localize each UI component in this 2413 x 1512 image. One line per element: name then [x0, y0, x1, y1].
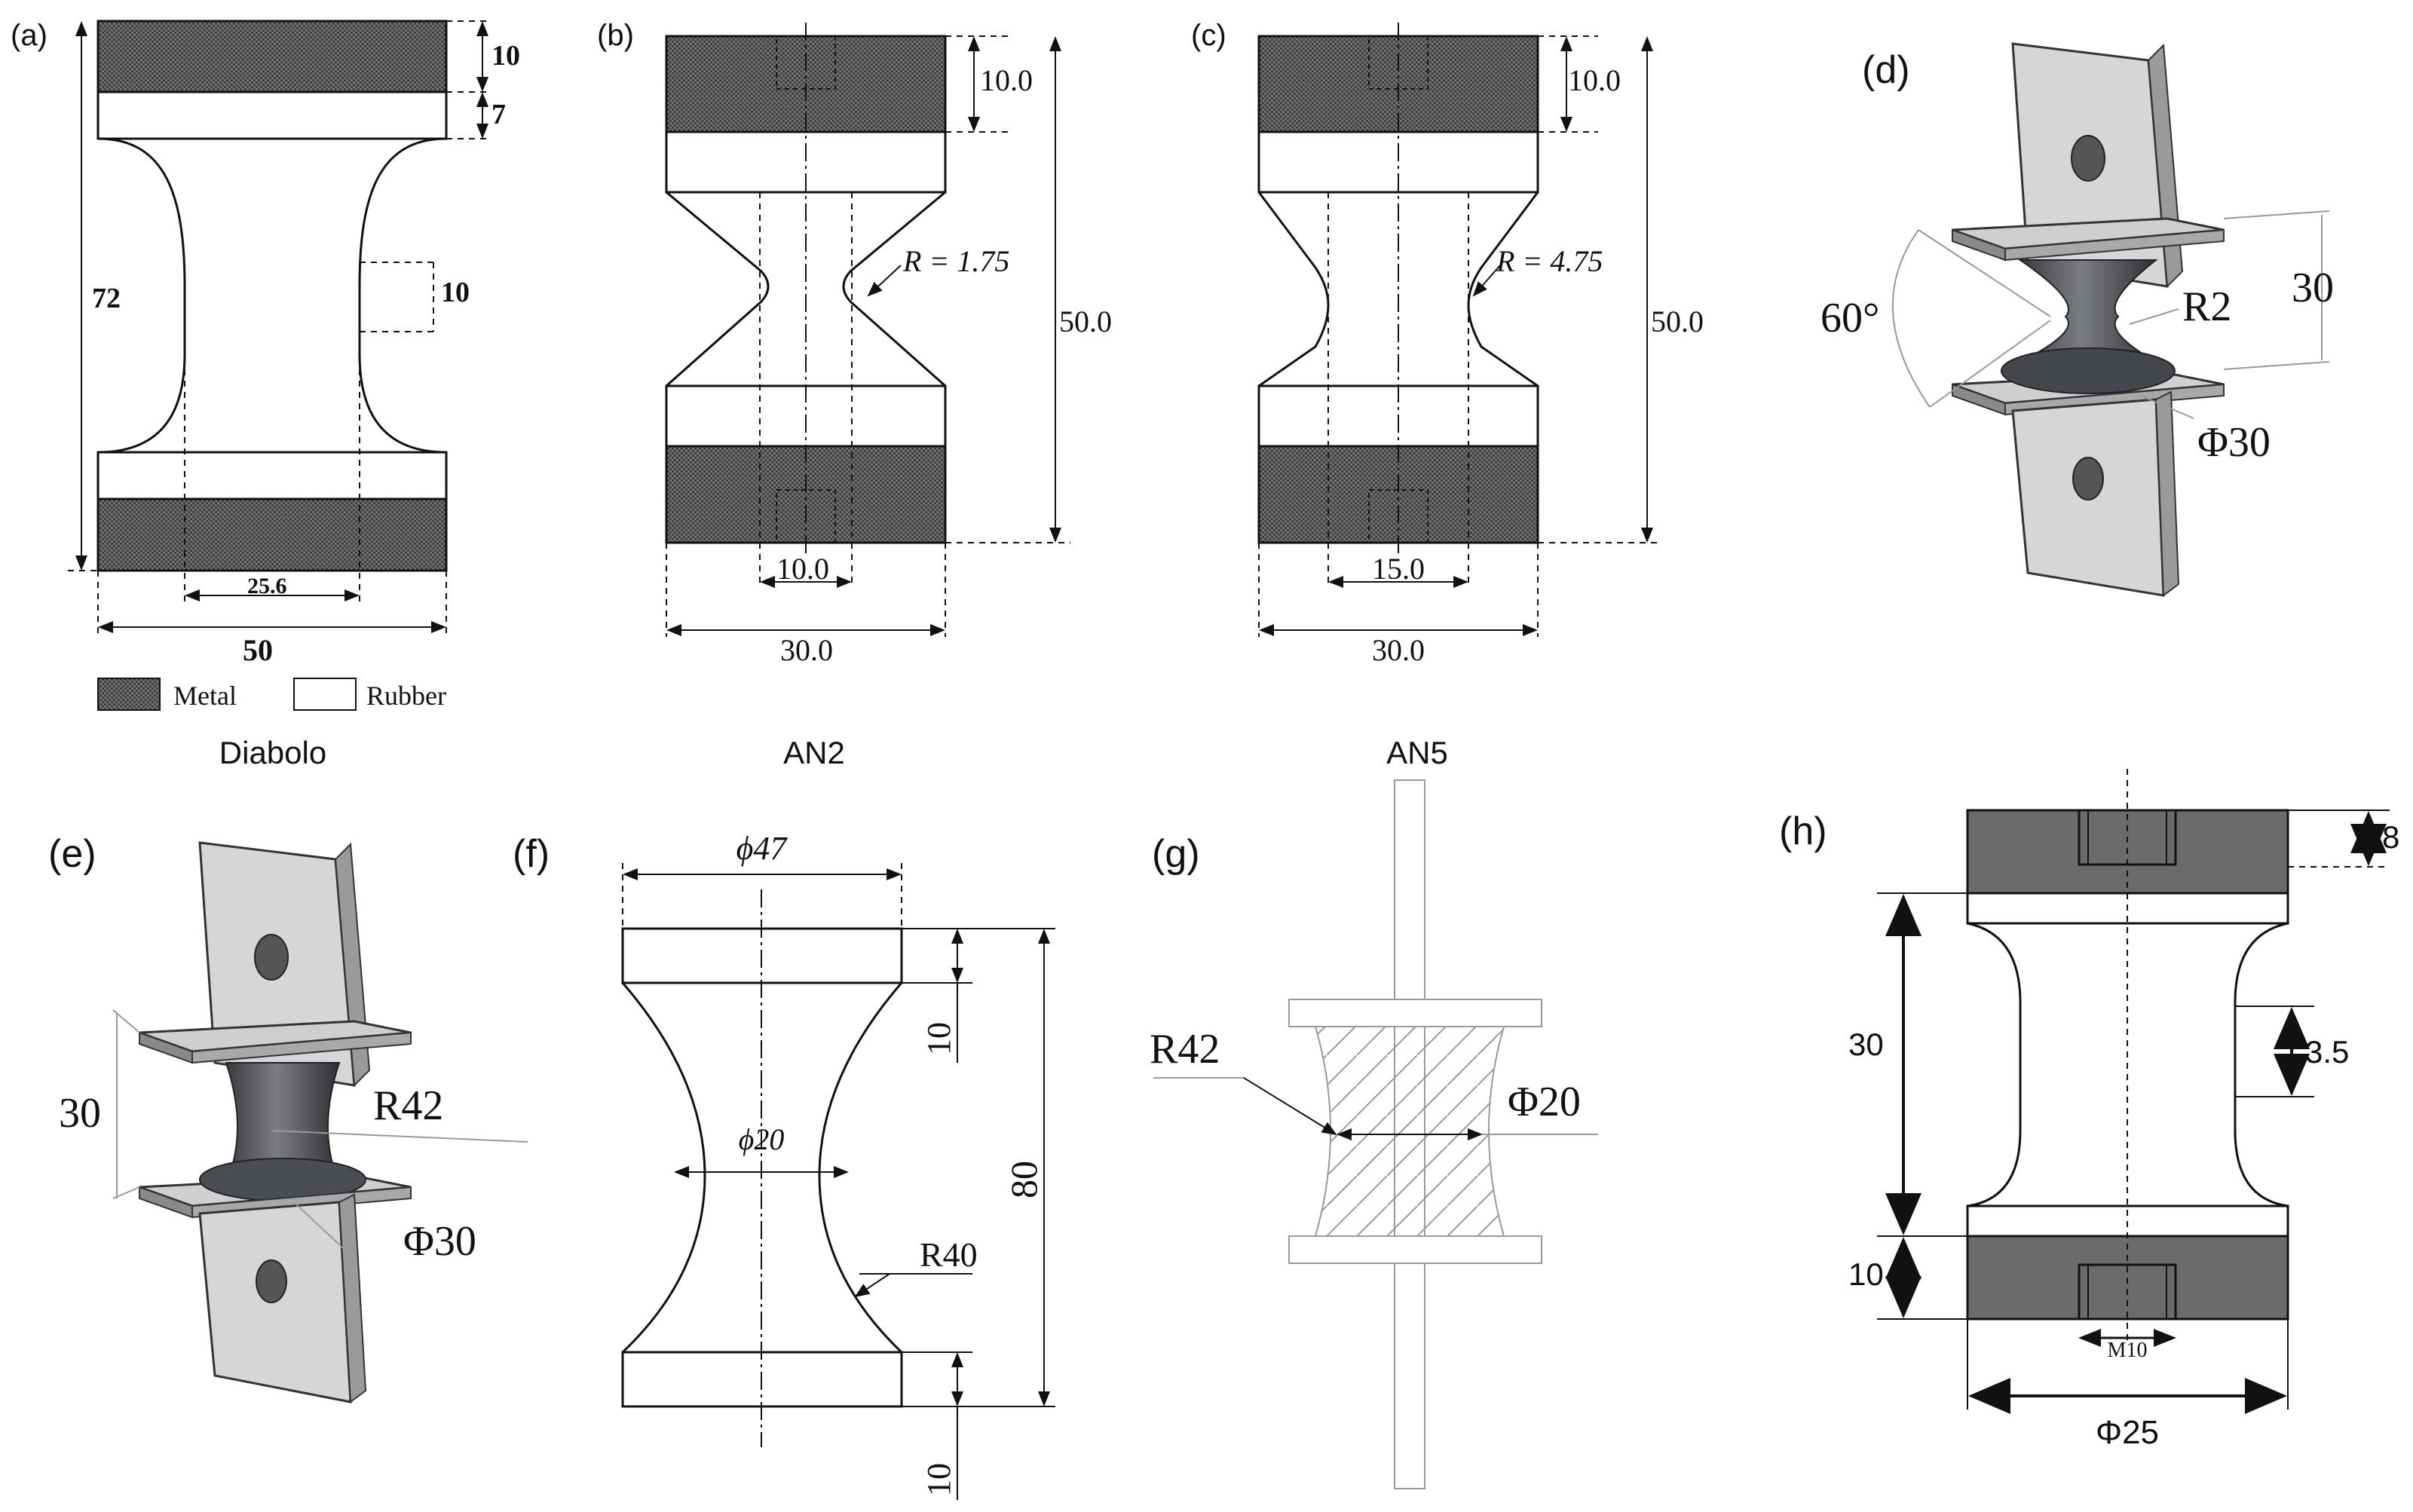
b-dim-height: 50.0	[1059, 305, 1112, 338]
panel-h-label: (h)	[1779, 810, 1827, 853]
b-dim-radius: R = 1.75	[902, 244, 1009, 278]
d-dim-height: 30	[2292, 265, 2334, 311]
h-dim-thread: M10	[2108, 1339, 2148, 1362]
c-dim-width: 30.0	[1372, 633, 1425, 667]
c-dim-radius: R = 4.75	[1496, 244, 1603, 278]
f-dim-height: 80	[1003, 1161, 1045, 1198]
dim-height: 72	[92, 283, 121, 314]
h-dim-top: 8	[2382, 819, 2399, 855]
g-dim-radius: R42	[1150, 1026, 1220, 1073]
h-dim-bottom: 10	[1848, 1256, 1884, 1292]
bottom-metal-plate	[96, 497, 448, 572]
dim-neck: 10	[441, 277, 470, 308]
dim-inner-width: 25.6	[247, 574, 287, 598]
rubber-profile	[97, 137, 447, 454]
g-dim-diameter: Φ20	[1508, 1079, 1581, 1125]
caption-diabolo: Diabolo	[219, 735, 326, 770]
legend-metal-swatch	[97, 678, 161, 711]
panel-f: (f) ϕ47 ϕ20 10 80 10 R40	[513, 830, 1055, 1500]
top-rubber-band	[96, 90, 448, 140]
panel-b: (b) 10.0 50.0 R = 1.75 10.0 30.0 AN2	[597, 19, 1112, 770]
d-dim-angle: 60°	[1820, 295, 1879, 341]
legend-rubber-label: Rubber	[366, 681, 446, 711]
h-dim-neck: 3.5	[2305, 1034, 2349, 1070]
bottom-rubber-band	[96, 451, 448, 500]
d-dim-diameter: Φ30	[2197, 419, 2271, 466]
panel-a: (a) 10 7 10 72 25.6 50 Metal Rubber Diab…	[11, 19, 520, 770]
dim-top-metal: 10	[491, 40, 520, 72]
panel-f-label: (f)	[513, 832, 550, 876]
f-dim-neck-dia: ϕ20	[739, 1122, 785, 1156]
f-dim-top-dia: ϕ47	[736, 830, 789, 867]
f-dim-radius: R40	[920, 1235, 978, 1274]
c-dim-height: 50.0	[1651, 305, 1704, 338]
b-dim-width: 30.0	[780, 633, 833, 667]
legend-metal-label: Metal	[173, 681, 237, 711]
panel-c: (c) 10.0 50.0 R = 4.75 15.0 30.0 AN5	[1191, 19, 1704, 770]
panel-e: (e) 30 R42 Φ30	[48, 832, 528, 1403]
legend-rubber-swatch	[293, 678, 357, 711]
top-metal-plate	[96, 20, 448, 93]
h-dim-diameter: Φ25	[2096, 1414, 2159, 1451]
panel-e-label: (e)	[48, 832, 96, 876]
b-dim-top: 10.0	[980, 63, 1033, 97]
caption-an5: AN5	[1386, 735, 1448, 770]
panel-d: (d) 60° R2 30 Φ30	[1820, 42, 2334, 597]
f-dim-bottom: 10	[920, 1463, 957, 1496]
e-dim-height: 30	[59, 1090, 101, 1137]
panel-g: (g) R42 Φ20	[1150, 779, 1598, 1489]
panel-c-label: (c)	[1191, 19, 1226, 52]
dim-width: 50	[243, 633, 273, 667]
panel-b-label: (b)	[597, 19, 634, 52]
c-dim-top: 10.0	[1568, 63, 1621, 97]
f-dim-top: 10	[920, 1022, 957, 1055]
panel-h: (h) 8 30 10 3.5 M10 Φ25	[1779, 769, 2399, 1451]
d-dim-radius: R2	[2182, 283, 2231, 330]
caption-an2: AN2	[783, 735, 845, 770]
c-dim-inner: 15.0	[1372, 552, 1425, 586]
e-dim-diameter: Φ30	[403, 1218, 476, 1265]
panel-g-label: (g)	[1152, 832, 1200, 876]
b-dim-inner: 10.0	[776, 552, 829, 586]
panel-a-label: (a)	[11, 19, 47, 52]
h-dim-height: 30	[1848, 1027, 1884, 1062]
panel-d-label: (d)	[1862, 48, 1910, 92]
dim-rubber-band: 7	[491, 99, 506, 130]
e-dim-radius: R42	[373, 1082, 443, 1129]
